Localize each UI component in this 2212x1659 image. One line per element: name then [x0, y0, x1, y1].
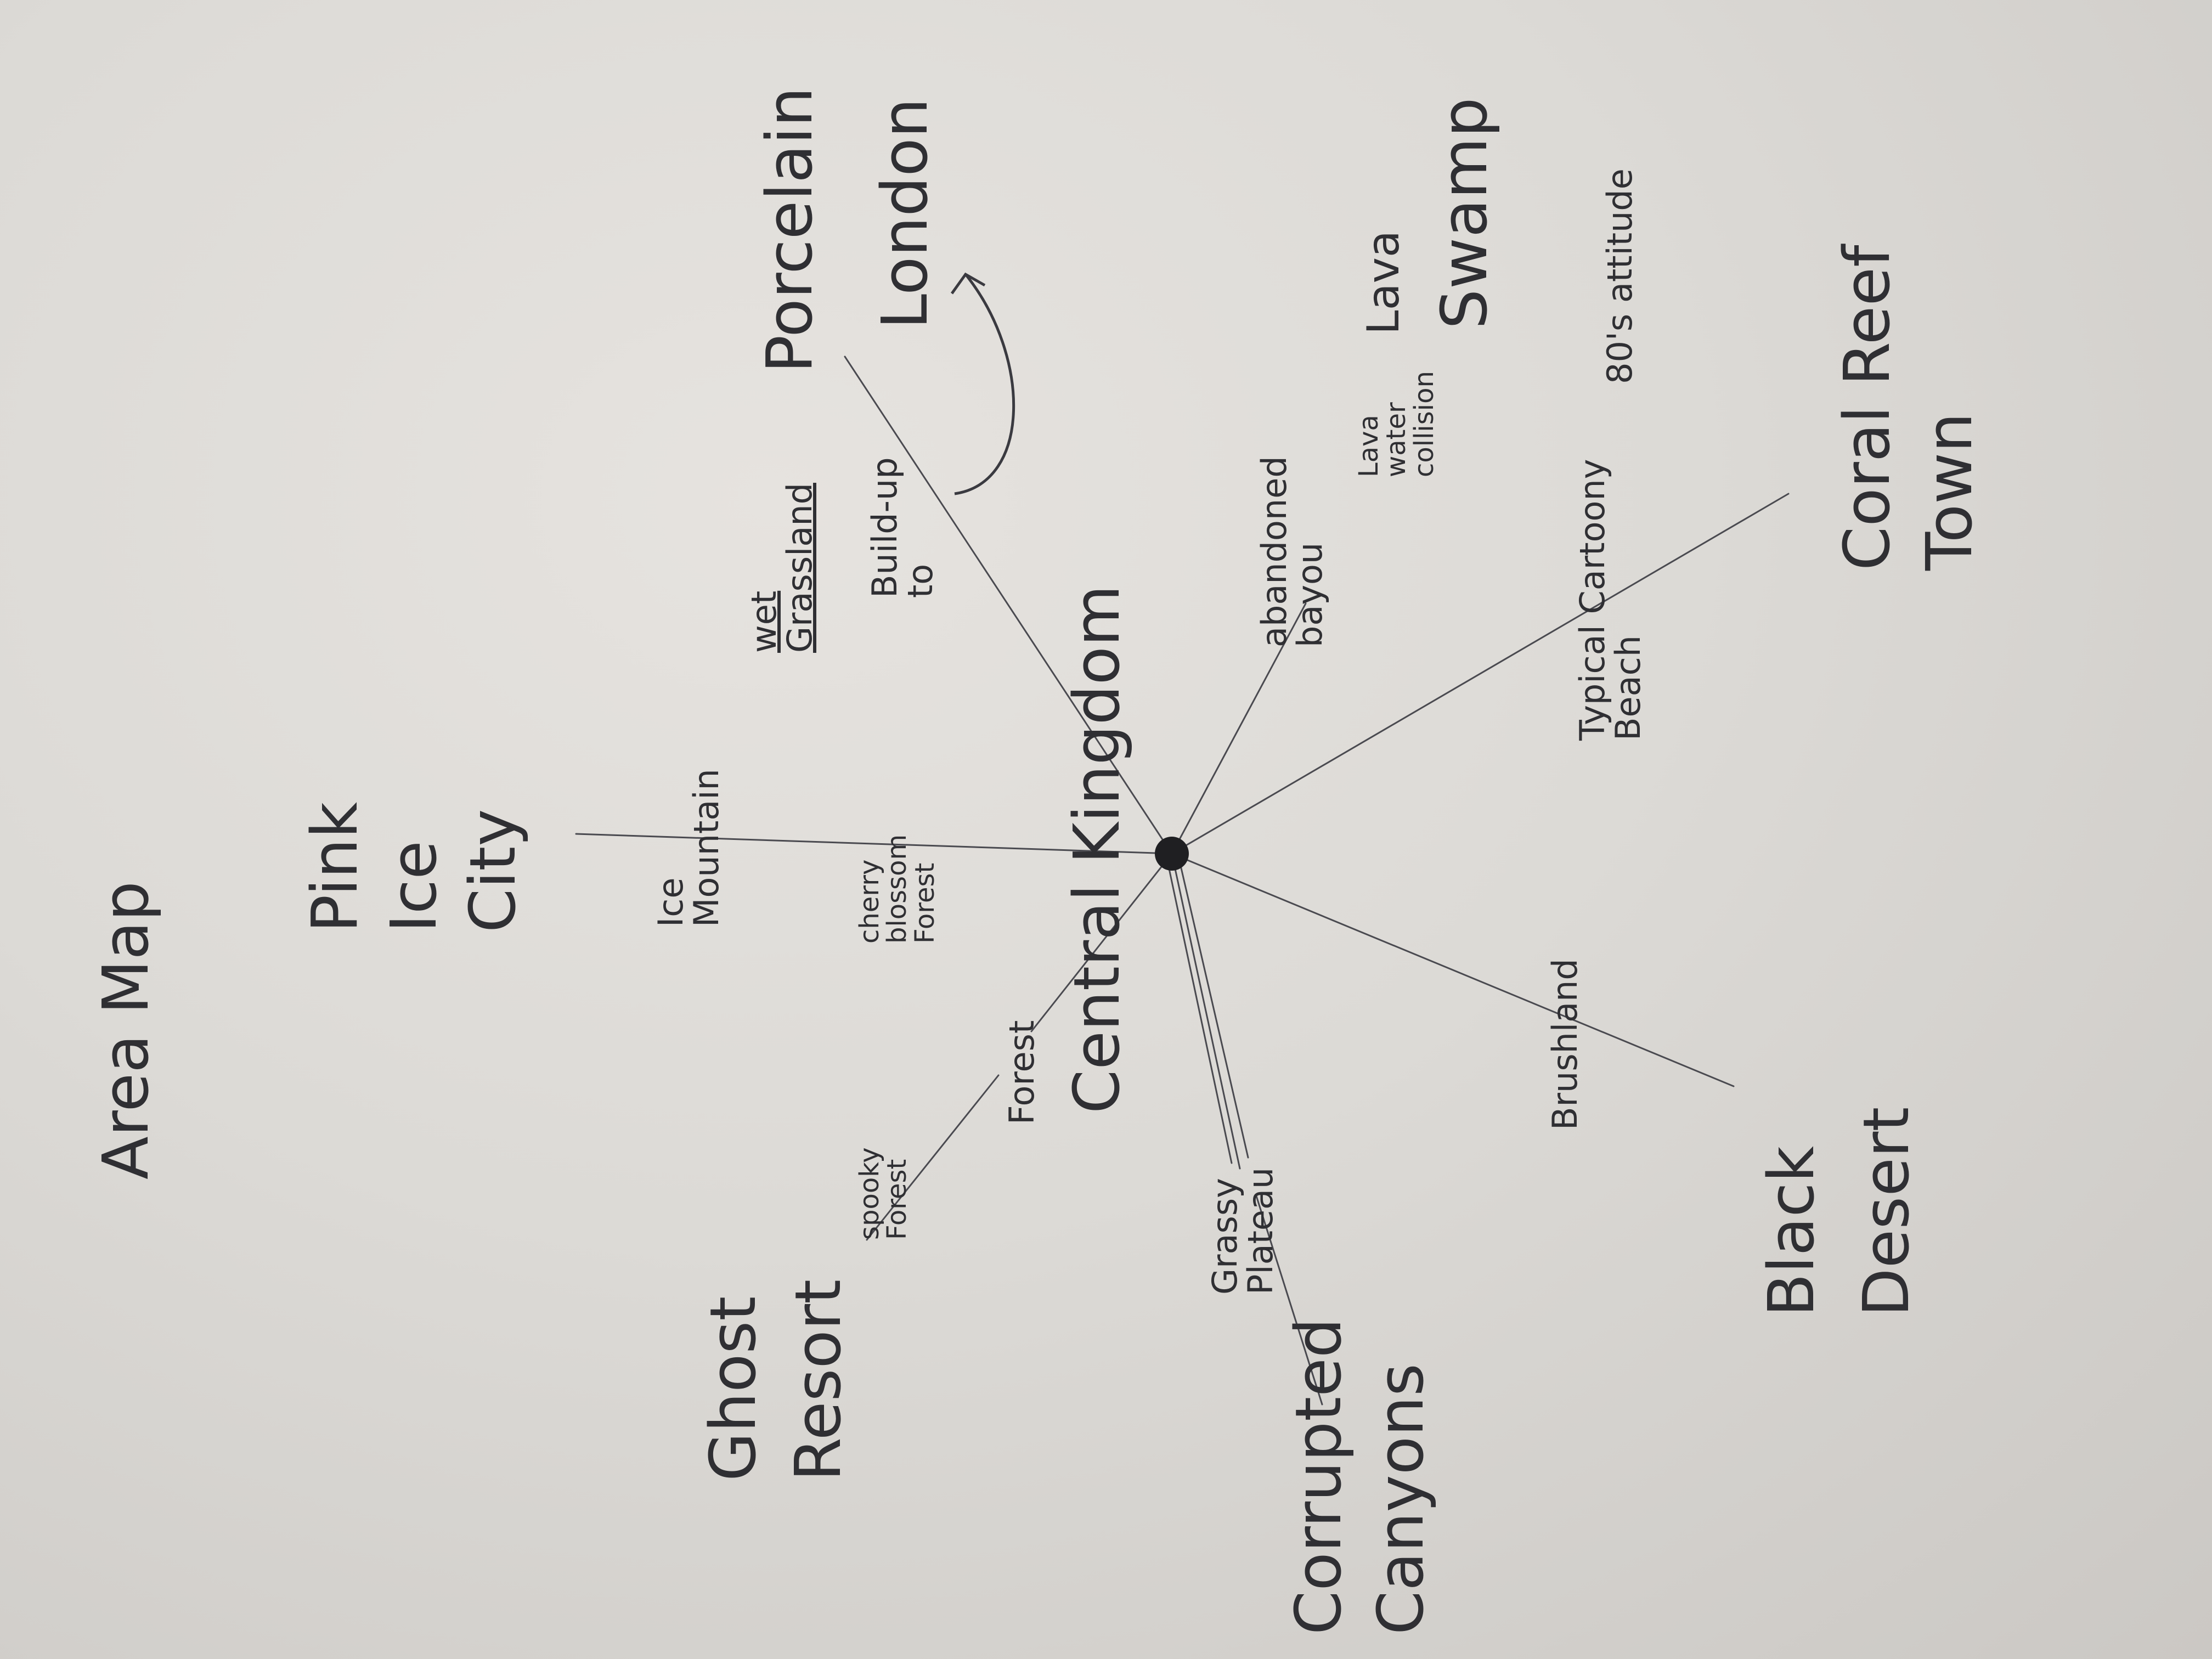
region-abandoned-bayou: abandoned bayou [1254, 456, 1330, 647]
central-kingdom-label: Central Kingdom [1060, 585, 1134, 1114]
region-pink-ice-city: Pink Ice City [298, 802, 530, 933]
region-spooky-forest: spooky Forest [854, 1147, 913, 1240]
central-kingdom-dot [1155, 837, 1189, 871]
region-swamp: Swamp [1428, 97, 1502, 329]
build-up-arrowhead [950, 272, 986, 295]
path-to-grassy-plateau-2 [1165, 855, 1233, 1164]
path-to-spooky-forest [866, 1074, 1000, 1241]
region-coral-reef-town: Coral Reef Town [1831, 245, 1987, 571]
path-to-abandoned-bayou [1171, 602, 1307, 855]
region-build-up-to: Build-up to [865, 457, 941, 598]
region-london: London [868, 98, 942, 329]
path-to-porcelain [844, 356, 1173, 855]
map-title: Area Map [89, 881, 163, 1180]
region-corrupted-canyons: Corrupted Canyons [1282, 1318, 1438, 1635]
path-to-grassy-plateau [1171, 853, 1241, 1170]
region-porcelain: Porcelain [753, 87, 827, 373]
region-lava: Lava [1358, 230, 1409, 335]
region-brushland: Brushland [1545, 958, 1585, 1130]
region-80s-attitude: 80's attitude [1600, 168, 1640, 384]
region-ice-mountain: Ice Mountain [651, 769, 727, 927]
path-to-forest [1030, 853, 1173, 1032]
region-typical-cartoony-beach: Typical Cartoony Beach [1572, 459, 1649, 741]
region-cherry-blossom-forest: cherry blossom Forest [854, 834, 940, 944]
path-to-ice-mountain [575, 833, 1173, 855]
region-black-desert: Black Desert [1755, 1107, 1923, 1317]
path-to-beach [1171, 493, 1790, 855]
path-to-brushland [1171, 853, 1735, 1087]
region-forest: Forest [1002, 1020, 1042, 1125]
region-ghost-resort: Ghost Resort [697, 1279, 856, 1481]
region-lava-water-collision: Lava water collision [1353, 371, 1440, 477]
region-grassy-plateau: Grassy Plateau [1205, 1167, 1281, 1295]
build-up-arrow [954, 273, 1015, 495]
path-to-corrupted-canyons [1255, 1195, 1323, 1406]
path-to-grassy-plateau-3 [1176, 850, 1249, 1159]
region-wet-grassland: wet Grassland [744, 483, 820, 653]
